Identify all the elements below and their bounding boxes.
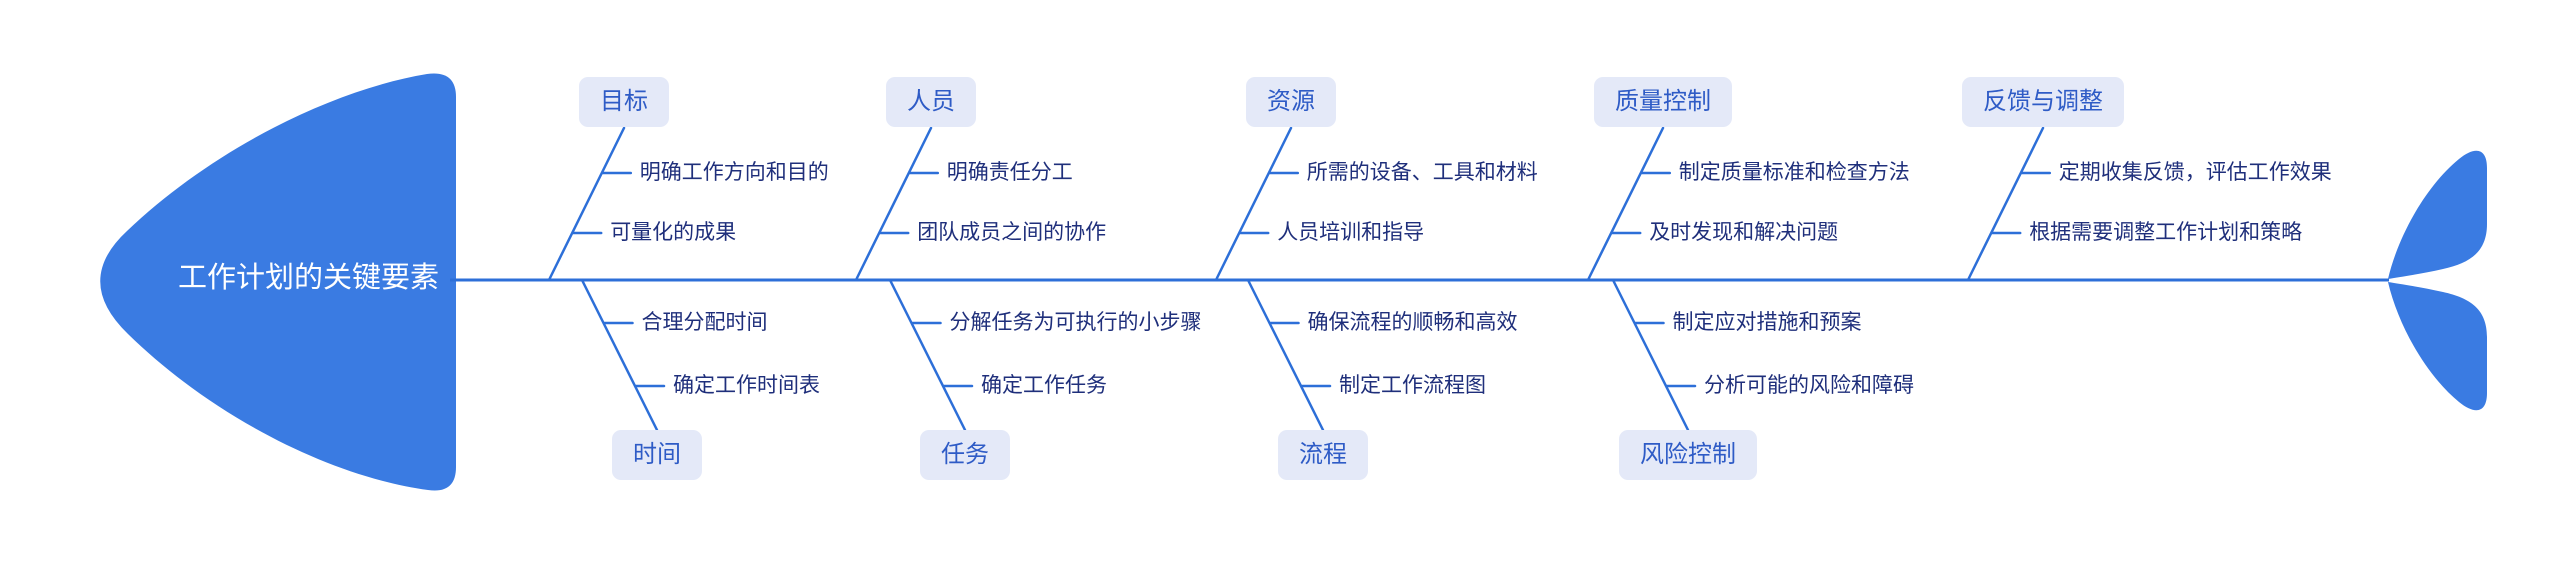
branch-node-bottom-1-0[interactable]: 分解任务为可执行的小步骤 (949, 311, 1202, 334)
rib-line-top_categories-4 (1966, 126, 2045, 282)
branch-node-bottom-2-0[interactable]: 确保流程的顺畅和高效 (1307, 311, 1518, 334)
rib-line-top_categories-3 (1586, 126, 1665, 282)
branch-node-bottom-1-1[interactable]: 确定工作任务 (981, 374, 1107, 397)
fish-tail-lower-fin (2388, 282, 2487, 411)
category-node-top-3[interactable]: 质量控制 (1594, 77, 1732, 127)
category-node-top-1[interactable]: 人员 (886, 77, 976, 127)
category-node-top-2[interactable]: 资源 (1246, 77, 1336, 127)
category-node-bottom-1[interactable]: 任务 (920, 430, 1010, 480)
branch-node-top-4-1[interactable]: 根据需要调整工作计划和策略 (2029, 221, 2303, 244)
branch-node-top-2-0[interactable]: 所需的设备、工具和材料 (1306, 161, 1538, 184)
fish-head-shape (100, 73, 456, 491)
rib-line-top_categories-1 (854, 126, 933, 282)
branch-node-top-1-1[interactable]: 团队成员之间的协作 (917, 221, 1107, 244)
rib-line-top_categories-0 (547, 126, 626, 282)
category-node-bottom-2[interactable]: 流程 (1278, 430, 1368, 480)
branch-node-top-0-0[interactable]: 明确工作方向和目的 (639, 161, 829, 184)
rib-line-bottom_categories-2 (1246, 278, 1325, 432)
branch-node-top-2-1[interactable]: 人员培训和指导 (1277, 221, 1425, 244)
branch-node-bottom-3-0[interactable]: 制定应对措施和预案 (1672, 311, 1862, 334)
branch-node-bottom-2-1[interactable]: 制定工作流程图 (1339, 374, 1486, 397)
rib-line-top_categories-2 (1214, 126, 1293, 282)
rib-line-bottom_categories-1 (888, 278, 967, 432)
branch-node-top-0-1[interactable]: 可量化的成果 (610, 221, 737, 244)
category-node-top-0[interactable]: 目标 (579, 77, 669, 127)
category-node-top-4[interactable]: 反馈与调整 (1962, 77, 2124, 127)
fish-head-title[interactable]: 工作计划的关键要素 (178, 262, 440, 294)
rib-line-bottom_categories-0 (580, 278, 659, 432)
branch-node-bottom-3-1[interactable]: 分析可能的风险和障碍 (1704, 374, 1914, 397)
fish-tail-upper-fin (2388, 150, 2487, 279)
branch-node-top-1-0[interactable]: 明确责任分工 (946, 161, 1073, 184)
category-node-bottom-3[interactable]: 风险控制 (1619, 430, 1757, 480)
rib-line-bottom_categories-3 (1611, 278, 1690, 432)
branch-node-bottom-0-1[interactable]: 确定工作时间表 (673, 374, 820, 397)
branch-node-top-3-1[interactable]: 及时发现和解决问题 (1649, 221, 1839, 244)
branch-node-bottom-0-0[interactable]: 合理分配时间 (641, 311, 768, 334)
category-node-bottom-0[interactable]: 时间 (612, 430, 702, 480)
branch-node-top-3-0[interactable]: 制定质量标准和检查方法 (1678, 161, 1910, 184)
branch-node-top-4-0[interactable]: 定期收集反馈，评估工作效果 (2058, 161, 2332, 184)
